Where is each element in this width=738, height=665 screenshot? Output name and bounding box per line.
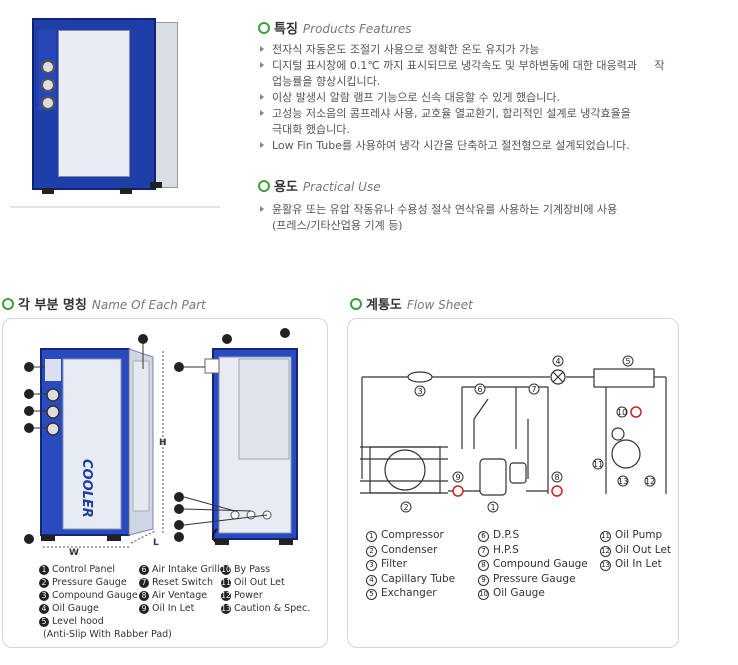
- arrow-bullet-icon: [260, 94, 264, 100]
- gauge-icon: [41, 96, 55, 110]
- ring-bullet-icon: [350, 298, 362, 310]
- gauge-icon: [41, 60, 55, 74]
- arrow-bullet-icon: [260, 46, 264, 52]
- list-item: 고성능 저소음의 콤프레샤 사용, 교호율 열교환기, 합리적인 설계로 냉각효…: [258, 106, 733, 122]
- flow-diagram: 3 4 5 6 7 8 9 2 1 10 11 13 12: [360, 355, 667, 513]
- svg-text:5: 5: [626, 357, 631, 366]
- dim-h-label: H: [159, 438, 167, 448]
- list-item: 극대화 했습니다.: [272, 123, 350, 136]
- arrow-bullet-icon: [260, 62, 264, 68]
- usage-list: 윤활유 또는 유압 작동유나 수용성 절삭 연삭유를 사용하는 기계장비에 사용…: [258, 202, 733, 234]
- list-item: 윤활유 또는 유압 작동유나 수용성 절삭 연삭유를 사용하는 기계장비에 사용: [258, 202, 733, 218]
- photo-divider: [10, 206, 220, 208]
- svg-text:6: 6: [478, 385, 483, 394]
- svg-text:13: 13: [618, 477, 628, 486]
- cabinet-front-panel: [58, 30, 130, 177]
- ring-bullet-icon: [2, 298, 14, 310]
- parts-diagram: COOLER H W L: [24, 328, 298, 558]
- gauge-icon: [41, 78, 55, 92]
- features-list: 전자식 자동온도 조절기 사용으로 정확한 온도 유지가 가능 디지털 표시창에…: [258, 42, 733, 154]
- list-item: 전자식 자동온도 조절기 사용으로 정확한 온도 유지가 가능: [258, 42, 733, 58]
- list-item: 이상 발생시 알람 램프 기능으로 신속 대응할 수 있게 했습니다.: [258, 90, 733, 106]
- foot: [42, 188, 54, 194]
- svg-text:12: 12: [645, 477, 655, 486]
- front-brand-label: COOLER: [79, 459, 94, 518]
- ring-bullet-icon: [258, 22, 270, 34]
- list-item: 디지털 표시창에 0.1℃ 까지 표시되므로 냉각속도 및 부하변동에 대한 대…: [258, 58, 733, 74]
- svg-text:2: 2: [404, 503, 409, 512]
- svg-text:8: 8: [555, 473, 560, 482]
- dim-w-label: W: [69, 548, 79, 558]
- list-item: (프레스/기타산업용 기계 등): [272, 219, 403, 232]
- ring-bullet-icon: [258, 180, 270, 192]
- arrow-bullet-icon: [260, 206, 264, 212]
- dim-l-label: L: [153, 538, 159, 548]
- list-item: Low Fin Tube를 사용하여 냉각 시간을 단축하고 절전형으로 설계되…: [258, 138, 733, 154]
- product-photo: [10, 10, 220, 210]
- foot: [150, 182, 162, 188]
- foot: [120, 188, 132, 194]
- list-item: 업능률을 향상시킵니다.: [272, 75, 381, 88]
- arrow-bullet-icon: [260, 142, 264, 148]
- svg-text:3: 3: [418, 387, 423, 396]
- svg-text:7: 7: [532, 385, 537, 394]
- arrow-bullet-icon: [260, 110, 264, 116]
- svg-text:11: 11: [593, 460, 603, 469]
- svg-text:9: 9: [456, 473, 461, 482]
- svg-text:1: 1: [491, 503, 496, 512]
- svg-text:10: 10: [617, 408, 627, 417]
- svg-text:4: 4: [556, 357, 561, 366]
- legend-note: (Anti-Slip With Rabber Pad): [43, 629, 172, 640]
